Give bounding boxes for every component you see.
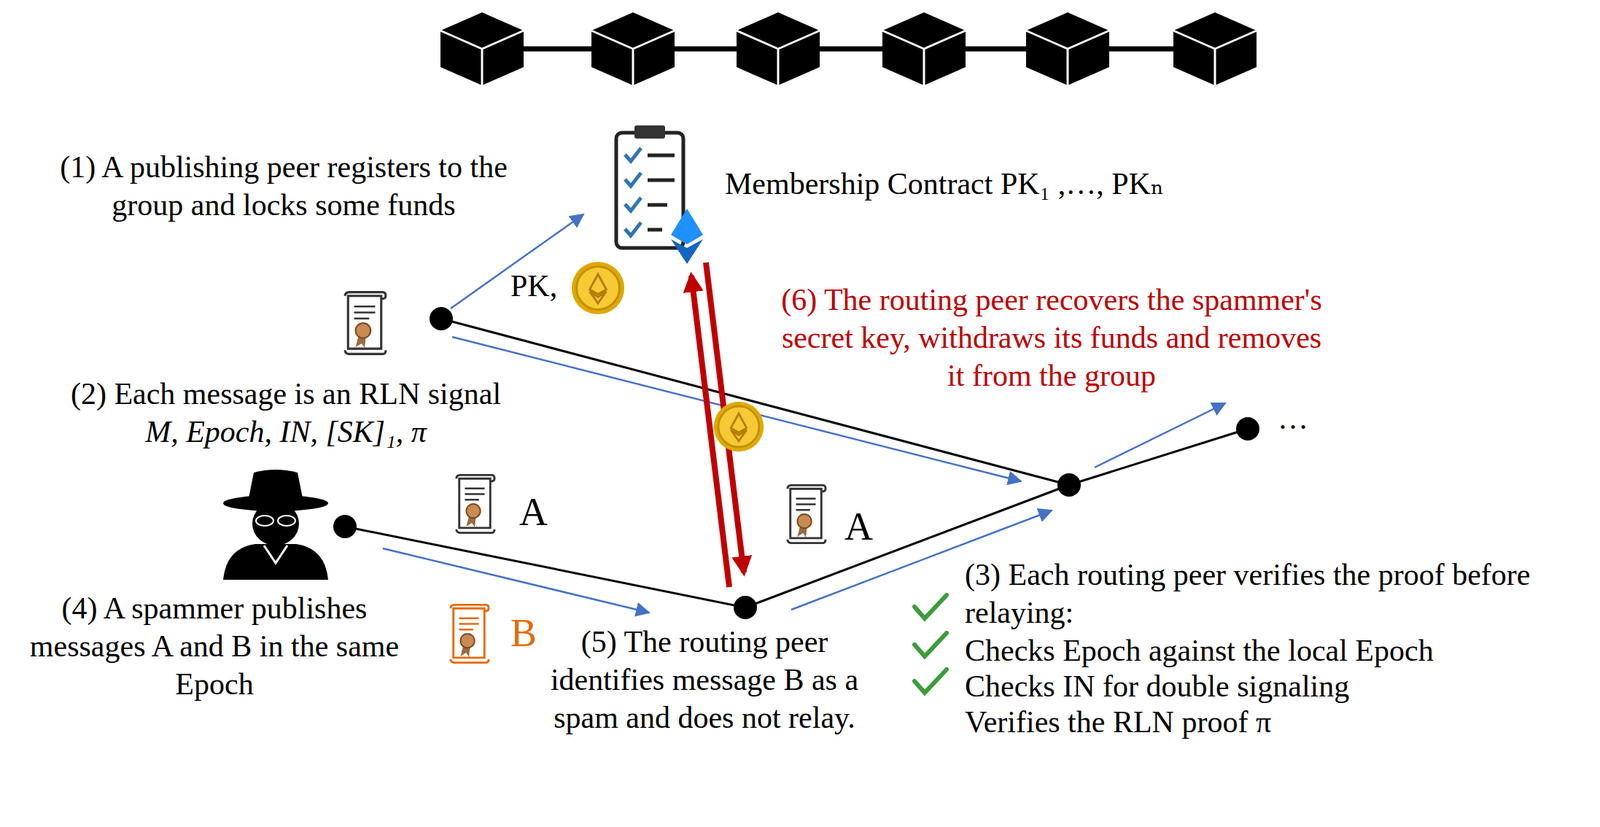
blockchain <box>440 12 524 86</box>
spammer-icon <box>263 545 288 563</box>
check-marks <box>914 595 947 693</box>
contract-icon <box>624 148 642 162</box>
check-item: Verifies the RLN proof π <box>964 703 1272 741</box>
contract-icon <box>616 132 684 248</box>
contract-icon <box>647 155 675 230</box>
step-note: (2) Each message is an RLN signal <box>70 374 502 413</box>
certificates <box>344 292 386 355</box>
message-tag: A <box>519 490 548 534</box>
contract-icon <box>624 222 642 236</box>
network-links <box>1069 428 1248 485</box>
coins <box>713 401 764 452</box>
blockchain <box>1026 12 1110 86</box>
check-marks <box>914 595 947 619</box>
blockchain <box>736 12 820 86</box>
message-tag: A <box>844 504 873 549</box>
contract-icon <box>624 148 642 236</box>
message-flow-arrows <box>1094 403 1226 468</box>
contract-icon <box>634 125 666 139</box>
step-note: (1) A publishing peer registers to the g… <box>57 148 510 224</box>
peer-dots <box>1057 473 1081 497</box>
step-note: (6) The routing peer recovers the spamme… <box>774 280 1329 395</box>
spammer-icon <box>223 544 329 580</box>
peer-dots <box>1236 417 1260 441</box>
message-flow-arrows <box>382 214 1226 613</box>
message-flow-arrows <box>450 214 584 309</box>
certificates <box>456 474 495 533</box>
spammer-icon <box>277 515 296 526</box>
blockchain <box>440 12 1257 86</box>
check-item: Checks IN for double signaling <box>964 667 1350 706</box>
peer-dots <box>333 514 357 539</box>
contract-icon <box>647 153 675 158</box>
contract-icon <box>647 228 663 232</box>
network-links <box>344 526 746 608</box>
certificates <box>344 292 826 663</box>
coins <box>571 261 625 315</box>
spammer-icon <box>223 469 329 580</box>
blockchain <box>591 12 675 86</box>
message-tag: B <box>510 611 537 655</box>
certificates <box>787 484 826 543</box>
check-marks <box>914 669 947 693</box>
contract-icon <box>624 197 642 211</box>
message-flow-arrows <box>382 548 650 613</box>
step-note: (3) Each routing peer verifies the proof… <box>964 555 1582 632</box>
certificates <box>450 604 489 663</box>
peer-dots <box>429 307 453 331</box>
spammer-icon <box>252 501 299 546</box>
message-flow-arrows <box>452 336 1021 482</box>
signal-format: M, Epoch, IN, [SK]₁, π <box>145 412 427 451</box>
contract-icon <box>647 203 668 208</box>
check-item: Checks Epoch against the local Epoch <box>964 631 1434 670</box>
blockchain <box>1173 12 1257 86</box>
contract-icon <box>624 172 642 186</box>
ellipsis: … <box>1277 399 1309 438</box>
contract-icon <box>670 239 704 264</box>
spammer-icon <box>255 515 274 526</box>
contract-icon <box>616 125 704 264</box>
key-label: PK, <box>510 266 558 305</box>
blockchain <box>882 12 966 86</box>
contract-icon <box>670 208 704 245</box>
contract-label: Membership Contract PK₁ ,…, PKₙ <box>724 164 1164 203</box>
check-marks <box>914 632 947 657</box>
step-note: (5) The routing peer identifies message … <box>544 622 865 737</box>
contract-icon <box>647 178 675 183</box>
peer-dots <box>733 595 757 620</box>
step-note: (4) A spammer publishes messages A and B… <box>10 589 419 704</box>
coins <box>571 261 764 452</box>
